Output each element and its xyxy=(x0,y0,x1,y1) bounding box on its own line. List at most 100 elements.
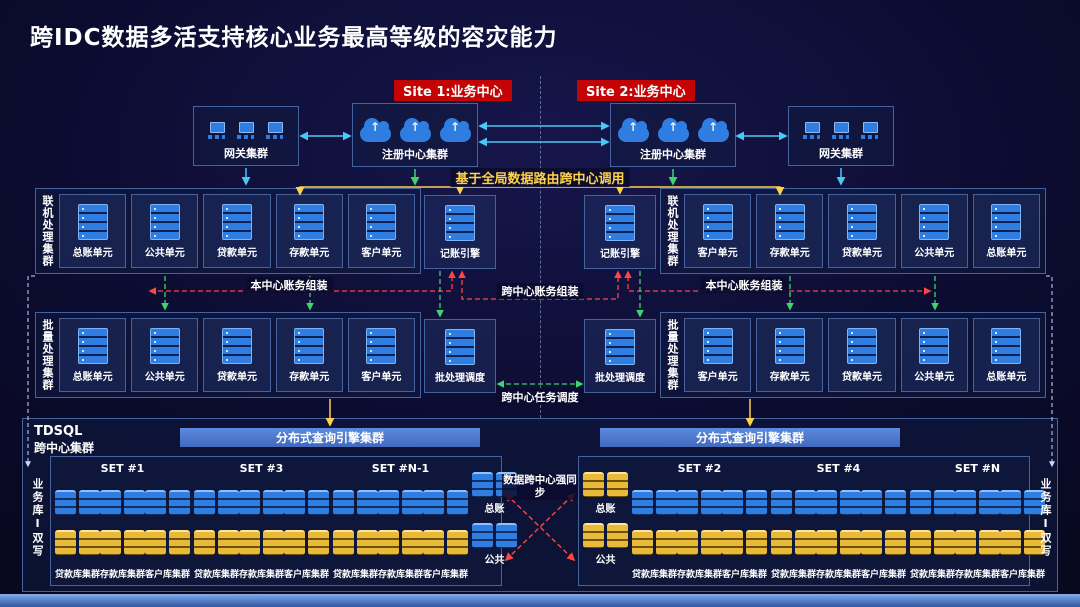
server-rack-icon xyxy=(847,203,877,240)
unit-label: 存款单元 xyxy=(769,371,810,383)
tdsql-title-line2: 跨中心集群 xyxy=(34,441,95,455)
unit-label: 存款单元 xyxy=(769,247,810,259)
db-cluster-labels: 贷款库集群 存款库集群 客户库集群 xyxy=(194,570,329,580)
public-label: 公共 xyxy=(595,554,616,566)
replica-db-row xyxy=(910,530,1045,555)
set-column: SET #4 贷款库集群 存款库集群 客户库集群 xyxy=(771,461,906,581)
database-cylinder-icon xyxy=(333,490,378,515)
batch-scheduler-left: 批处理调度 xyxy=(424,319,496,393)
gateway-cluster-left: 网关集群 xyxy=(193,106,299,166)
server-rack-icon xyxy=(366,327,397,364)
unit-label: 贷款单元 xyxy=(842,247,882,259)
set-column: SET #N 贷款库集群 存款库集群 客户库集群 xyxy=(910,461,1045,581)
db-cluster-label: 贷款库集群 xyxy=(333,570,379,580)
server-rack-icon xyxy=(294,327,325,364)
server-rack-icon xyxy=(774,203,805,240)
database-cylinder-icon xyxy=(955,490,1000,515)
database-cylinder-icon xyxy=(55,530,100,555)
registry-icons-right: ↑ ↑ ↑ xyxy=(617,108,729,148)
unit-box: 客户单元 xyxy=(684,318,752,392)
registry-cluster-right-label: 注册中心集群 xyxy=(640,148,706,161)
server-rack-icon xyxy=(919,327,950,364)
database-cylinder-icon xyxy=(1000,530,1045,555)
cloud-upload-icon: ↑ xyxy=(399,118,431,142)
database-cylinder-icon xyxy=(239,490,284,515)
database-cylinder-icon xyxy=(284,490,329,515)
upload-arrow-glyph: ↑ xyxy=(707,120,719,134)
online-cluster-left: 联机处理集群 总账单元 公共单元 贷款单元 存款单元 客户单元 xyxy=(35,188,421,274)
database-cylinder-icon xyxy=(632,490,677,515)
database-cylinder-icon xyxy=(677,490,722,515)
ledger-engine-right-label: 记账引擎 xyxy=(600,248,640,260)
batch-scheduler-left-label: 批处理调度 xyxy=(435,372,485,384)
network-node-icon xyxy=(265,121,285,139)
unit-box: 贷款单元 xyxy=(203,318,271,392)
upload-arrow-glyph: ↑ xyxy=(667,120,679,134)
unit-label: 贷款单元 xyxy=(217,247,257,259)
page-title: 跨IDC数据多活支持核心业务最高等级的容灾能力 xyxy=(30,25,558,51)
server-rack-icon xyxy=(702,203,733,240)
ledger-engine-left: 记账引擎 xyxy=(424,195,496,269)
unit-box: 公共单元 xyxy=(900,194,968,268)
set-name: SET #4 xyxy=(816,462,861,475)
replica-db-row xyxy=(194,530,329,555)
online-cluster-right: 联机处理集群 客户单元 存款单元 贷款单元 公共单元 总账单元 xyxy=(660,188,1046,274)
ledger-column-right: 总账 公共 xyxy=(583,461,628,581)
server-rack-icon xyxy=(702,327,733,364)
server-rack-icon xyxy=(294,203,325,240)
unit-label: 总账单元 xyxy=(72,247,113,259)
upload-arrow-glyph: ↑ xyxy=(409,120,421,134)
gateway-cluster-right-label: 网关集群 xyxy=(819,147,863,160)
sets-panel-right: 总账 公共 SET #2 贷款库集群 存款库集群 客户库集群 SE xyxy=(578,456,1045,586)
database-cylinder-icon xyxy=(583,471,628,497)
database-cylinder-icon xyxy=(861,530,906,555)
database-cylinder-icon xyxy=(910,490,955,515)
ledger-engine-right: 记账引擎 xyxy=(584,195,656,269)
db-cluster-labels: 贷款库集群 存款库集群 客户库集群 xyxy=(333,570,468,580)
database-cylinder-icon xyxy=(145,530,190,555)
unit-box: 贷款单元 xyxy=(828,194,896,268)
online-cluster-right-label: 联机处理集群 xyxy=(666,195,679,267)
primary-db-row xyxy=(333,490,468,515)
database-cylinder-icon xyxy=(378,530,423,555)
db-cluster-labels: 贷款库集群 存款库集群 客户库集群 xyxy=(910,570,1045,580)
db-cluster-label: 客户库集群 xyxy=(284,570,330,580)
batch-cluster-left: 批量处理集群 总账单元 公共单元 贷款单元 存款单元 客户单元 xyxy=(35,312,421,398)
gateway-icons-left xyxy=(207,111,285,147)
set-name: SET #2 xyxy=(677,462,722,475)
upload-arrow-glyph: ↑ xyxy=(369,120,381,134)
batch-scheduler-right: 批处理调度 xyxy=(584,319,656,393)
unit-box: 公共单元 xyxy=(131,194,199,268)
database-cylinder-icon xyxy=(145,490,190,515)
cross-scheduling-note: 跨中心任务调度 xyxy=(496,389,584,405)
unit-label: 公共单元 xyxy=(914,371,955,383)
local-assembly-note-left: 本中心账务组装 xyxy=(245,277,333,293)
unit-box: 存款单元 xyxy=(275,318,343,392)
site2-banner: Site 2:业务中心 xyxy=(577,80,695,101)
server-rack-icon xyxy=(605,328,635,365)
database-cylinder-icon xyxy=(861,490,906,515)
database-cylinder-icon xyxy=(1000,490,1045,515)
database-cylinder-icon xyxy=(100,490,145,515)
set-name: SET #3 xyxy=(239,462,284,475)
batch-cluster-left-label: 批量处理集群 xyxy=(41,319,54,391)
db-cluster-labels: 贷款库集群 存款库集群 客户库集群 xyxy=(55,570,190,580)
server-rack-icon xyxy=(222,203,252,240)
tdsql-title-line1: TDSQL xyxy=(34,424,83,439)
database-cylinder-icon xyxy=(771,530,816,555)
unit-box: 存款单元 xyxy=(756,318,824,392)
cross-assembly-note: 跨中心账务组装 xyxy=(496,283,584,299)
database-cylinder-icon xyxy=(284,530,329,555)
database-cylinder-icon xyxy=(194,530,239,555)
network-node-icon xyxy=(207,121,227,139)
unit-box: 存款单元 xyxy=(756,194,824,268)
primary-db-row xyxy=(55,490,190,515)
database-cylinder-icon xyxy=(333,530,378,555)
server-rack-icon xyxy=(445,328,475,365)
registry-cluster-right: ↑ ↑ ↑ 注册中心集群 xyxy=(610,103,736,167)
network-node-icon xyxy=(831,121,851,139)
replica-db-row xyxy=(333,530,468,555)
database-cylinder-icon xyxy=(816,490,861,515)
gateway-cluster-left-label: 网关集群 xyxy=(224,147,268,160)
database-cylinder-icon xyxy=(423,530,468,555)
